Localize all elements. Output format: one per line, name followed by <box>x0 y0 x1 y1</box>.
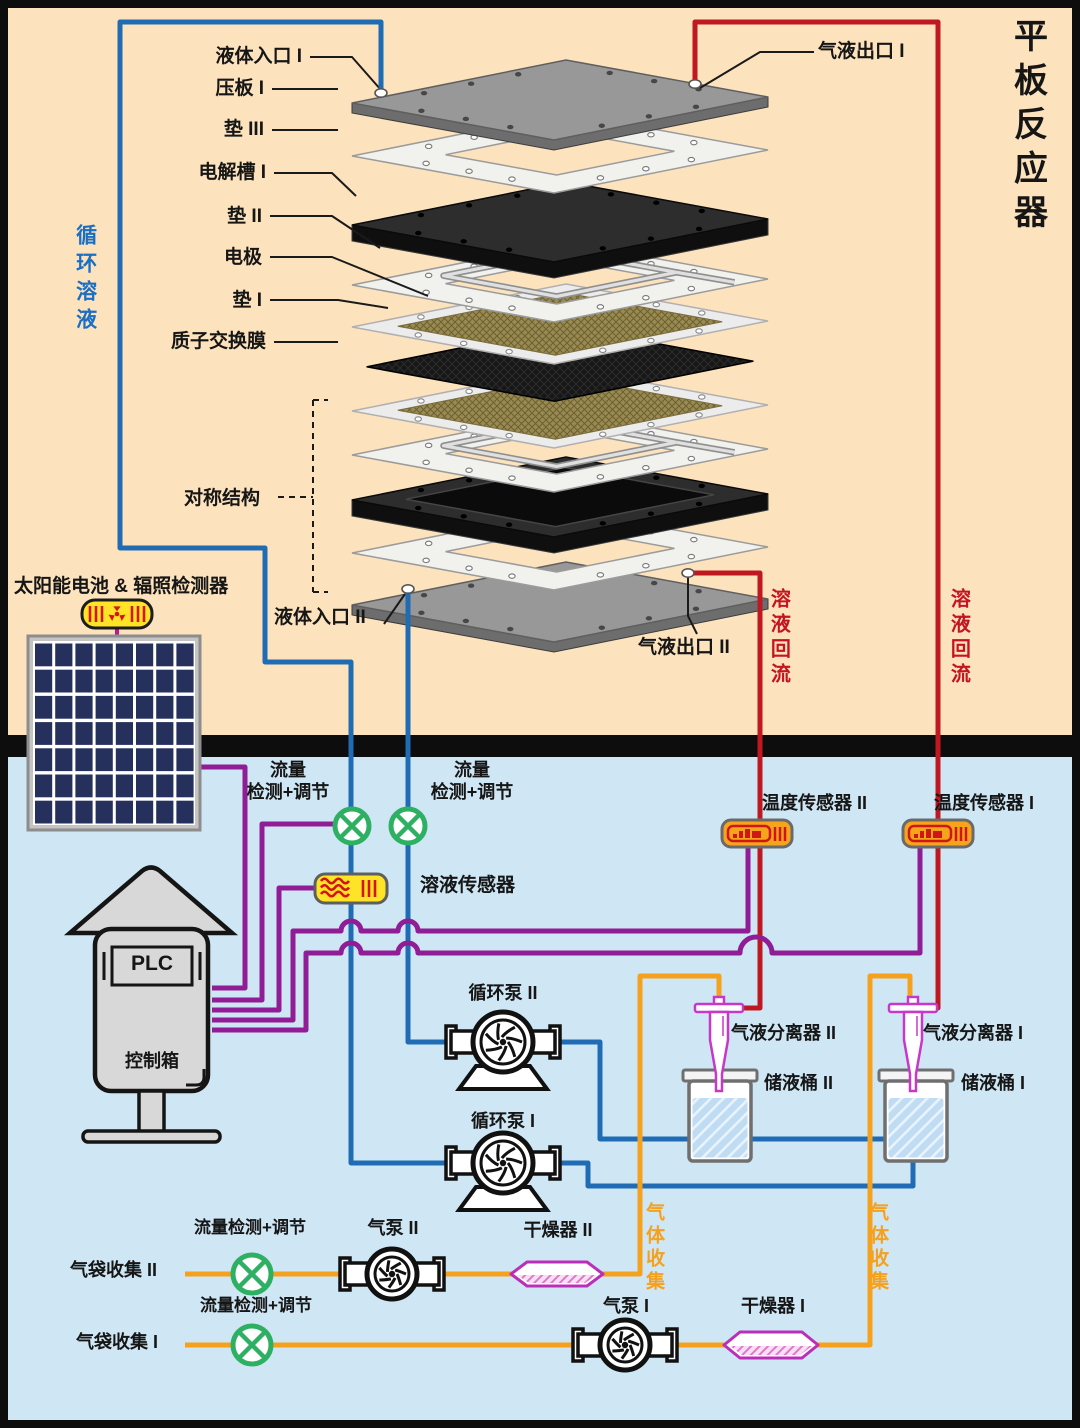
temperature-sensor-1-icon <box>901 818 975 849</box>
flow-valve-gas-2-icon <box>230 1252 274 1296</box>
flow-valve-inlet-1-icon <box>332 806 372 846</box>
electrolyzer-2-layer <box>351 456 769 554</box>
components <box>230 806 820 1373</box>
flow-valve-gas-1-icon <box>230 1323 274 1367</box>
leader-lines <box>270 51 814 635</box>
gasket-2-layer <box>351 241 769 323</box>
tanks-and-separators <box>681 995 955 1163</box>
press-plate-2-layer <box>351 561 769 653</box>
plc-cabinet-icon <box>63 865 239 1144</box>
solar-panel-icon <box>26 634 202 832</box>
dryer-2-icon <box>509 1260 605 1288</box>
gas-pump-2-icon <box>338 1246 446 1302</box>
sensor-badges <box>313 818 975 905</box>
electrolyzer-1-layer <box>351 181 769 279</box>
temperature-sensor-2-icon <box>720 818 794 849</box>
reactor-stack <box>351 59 769 653</box>
pipes <box>115 19 941 1348</box>
radiation-detector-icon <box>80 598 154 630</box>
gas-liquid-separator-1-icon <box>887 995 939 1093</box>
flow-valve-inlet-2-icon <box>388 806 428 846</box>
gas-liquid-separator-2-icon <box>693 995 745 1093</box>
dryer-1-icon <box>722 1330 820 1360</box>
plate-port-holes <box>374 79 702 594</box>
press-plate-1-layer <box>351 59 769 151</box>
gas-pump-1-icon <box>571 1317 679 1373</box>
circulation-pump-1-icon <box>444 1130 562 1212</box>
solution-sensor-icon <box>313 872 389 905</box>
circulation-pump-2-icon <box>444 1009 562 1091</box>
